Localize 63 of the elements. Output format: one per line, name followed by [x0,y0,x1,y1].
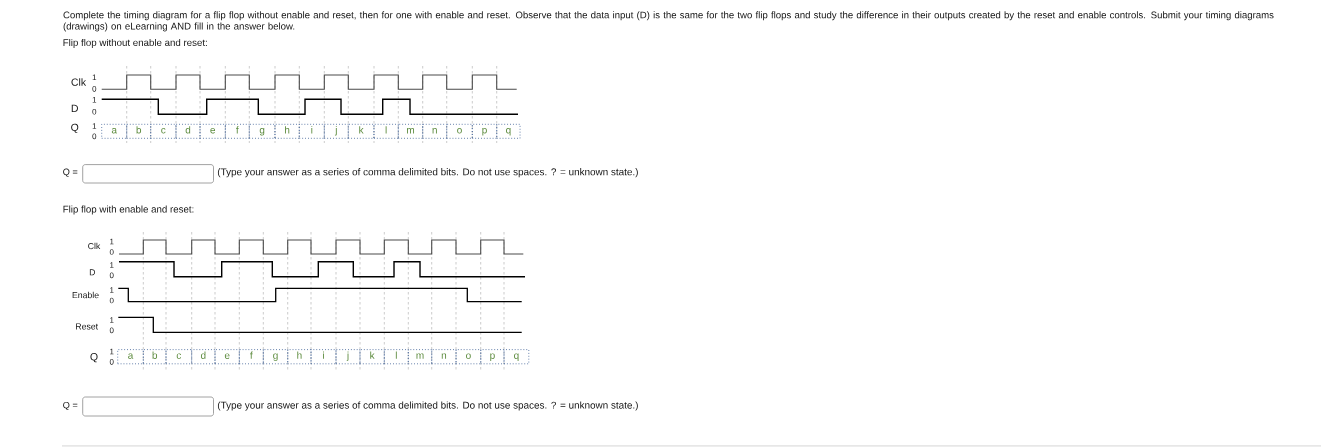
level-label: 0 [109,297,114,304]
level-label: 0 [92,85,97,92]
answer-cell: p [480,349,505,365]
answer-cell: i [298,123,325,139]
field-label: Q = [63,168,78,177]
level-label: 1 [110,238,114,245]
answer-cell: o [446,123,473,139]
hint-text: (Type your answer as a series of comma delimited bits. Do not use spaces. ? = unknown state.) [217,168,638,178]
answer-cell: d [191,349,216,365]
answer-cell: m [407,349,433,365]
hint-text: (Type your answer as a series of comma delimited bits. Do not use spaces. ? = unknown state.) [217,401,638,411]
level-label: 1 [110,262,114,268]
answer-cell: c [150,123,177,139]
answer-cell: d [175,123,201,139]
level-label: 1 [92,74,97,81]
signal-label: Clk [71,78,87,86]
answer-cell: e [214,349,240,365]
answer-cell: o [455,349,482,365]
answer-cell: f [238,349,264,365]
answer-cell: a [101,123,128,139]
answer-cell: g [248,123,276,139]
answer-cell: j [335,349,361,365]
field-label: Q = [63,401,78,411]
level-label: 1 [110,287,114,293]
answer-cell: b [126,123,152,139]
answer-cell: n [431,349,457,365]
instructions-text: Complete the timing diagram for a flip flop without enable and reset, then for one with enable and reset. Observe that the data input (D) is the same for the two flip flops and study the difference in their outputs created by the reset and enable controls. Submit your timing diagrams (drawings) on eLearning AND fill in the answer below. [63,11,1274,32]
answer-cell: q [503,349,530,365]
answer-cell: p [471,123,498,139]
signal-label: D [89,269,96,276]
level-label: 1 [92,97,97,103]
level-label: 0 [109,249,114,255]
answer-cell: q [496,123,521,139]
signal-label: Q [90,353,98,363]
signal-label: Q [71,123,79,133]
answer-cell: k [359,349,385,365]
level-label: 0 [92,133,97,140]
level-label: 0 [109,327,114,334]
answer-cell: e [199,123,226,139]
answer-cell: a [117,349,144,365]
answer-cell: f [224,123,250,139]
answer-cell: c [165,349,193,365]
signal-label: D [71,104,78,112]
level-label: 1 [110,317,114,323]
level-label: 0 [109,272,114,279]
signal-label: Clk [88,242,101,250]
answer-cell: h [287,349,312,365]
answer-cell: l [383,349,409,365]
section-heading: Flip flop with enable and reset: [63,205,194,215]
answer-cell: j [323,123,349,139]
signal-label: Reset [76,323,98,330]
level-label: 1 [92,123,97,129]
answer-cell: i [310,349,337,365]
answer-cell: l [373,123,399,139]
signal-label: Enable [72,291,99,299]
answer-cell: h [274,123,300,139]
answer-cell: b [142,349,167,365]
answer-cell: m [397,123,424,139]
level-label: 0 [92,108,97,115]
section-heading: Flip flop without enable and reset: [63,38,207,48]
answer-cell: n [422,123,448,139]
answer-cell: k [347,123,375,139]
answer-cell: g [262,349,289,365]
